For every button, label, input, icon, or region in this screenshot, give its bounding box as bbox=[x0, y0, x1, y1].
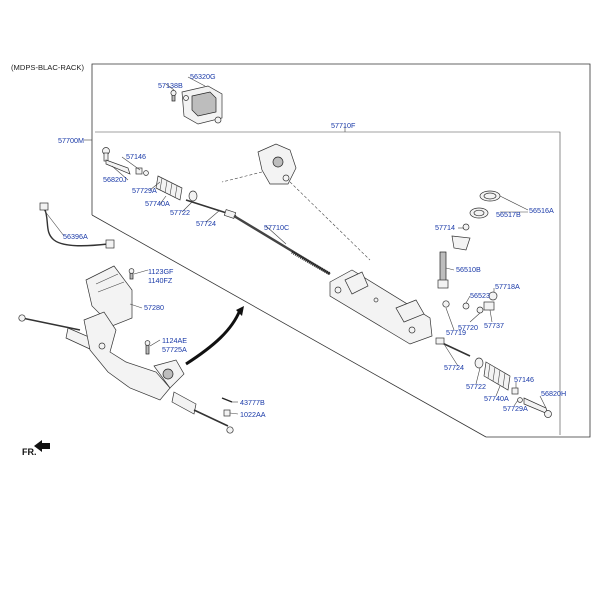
nut-1022AA bbox=[223, 409, 231, 417]
clamp-57722-right bbox=[474, 357, 484, 369]
seal-57719 bbox=[442, 300, 450, 308]
boot-right bbox=[483, 361, 511, 391]
plug-57720 bbox=[476, 306, 484, 314]
rack-subframe bbox=[95, 126, 561, 435]
bolt-57714 bbox=[462, 223, 470, 231]
bearing-56510B bbox=[451, 235, 471, 251]
label-57737: 57737 bbox=[484, 321, 504, 330]
label-1123GF: 1123GF bbox=[148, 267, 174, 276]
inner-tie-rod-left bbox=[185, 199, 237, 219]
label-57724-left: 57724 bbox=[196, 219, 216, 228]
label-57714: 57714 bbox=[435, 223, 455, 232]
bolt-1124AE bbox=[144, 340, 151, 355]
label-57700M: 57700M bbox=[58, 136, 84, 145]
steering-gear-assembly bbox=[18, 311, 234, 434]
bolt-43777B bbox=[221, 397, 233, 403]
tie-rod-end-left bbox=[102, 147, 131, 175]
assembly-frame bbox=[84, 63, 591, 438]
label-57719: 57719 bbox=[446, 328, 466, 337]
label-57138B: 57138B bbox=[158, 81, 183, 90]
ecu-module bbox=[181, 85, 223, 125]
inner-tie-rod-right bbox=[435, 337, 471, 357]
tie-rod-end-right bbox=[523, 397, 552, 418]
cover-57280 bbox=[85, 265, 133, 327]
label-57280: 57280 bbox=[144, 303, 164, 312]
front-arrow-icon bbox=[34, 440, 50, 452]
label-57710C: 57710C bbox=[264, 223, 289, 232]
label-57740A-right: 57740A bbox=[484, 394, 509, 403]
label-57724-right: 57724 bbox=[444, 363, 464, 372]
label-43777B: 43777B bbox=[240, 398, 265, 407]
label-57710F: 57710F bbox=[331, 121, 356, 130]
spring-56523 bbox=[462, 302, 470, 310]
label-57146-left: 57146 bbox=[126, 152, 146, 161]
wiring-harness bbox=[39, 202, 115, 249]
assembly-arrow bbox=[185, 309, 242, 366]
clamp-57722-left bbox=[188, 190, 198, 202]
pinion-shaft bbox=[437, 251, 449, 289]
front-label: FR. bbox=[22, 447, 37, 457]
label-57725A: 57725A bbox=[162, 345, 187, 354]
label-56517B: 56517B bbox=[496, 210, 521, 219]
label-56516A: 56516A bbox=[529, 206, 554, 215]
gear-housing bbox=[221, 143, 371, 261]
label-57718A: 57718A bbox=[495, 282, 520, 291]
part-labels: 56320G 57138B 57710F 57700M 57146 56820J… bbox=[58, 72, 566, 419]
bolt-1123GF bbox=[128, 268, 135, 280]
label-56510B: 56510B bbox=[456, 265, 481, 274]
ring-56517B bbox=[469, 207, 489, 219]
label-1140FZ: 1140FZ bbox=[148, 276, 173, 285]
label-57722-left: 57722 bbox=[170, 208, 190, 217]
label-1124AE: 1124AE bbox=[162, 336, 187, 345]
rack-bar bbox=[233, 214, 331, 276]
label-56820J: 56820J bbox=[103, 175, 127, 184]
label-56396A: 56396A bbox=[63, 232, 88, 241]
label-57740A-left: 57740A bbox=[145, 199, 170, 208]
label-57720: 57720 bbox=[458, 323, 478, 332]
label-56320G: 56320G bbox=[190, 72, 216, 81]
label-57722-right: 57722 bbox=[466, 382, 486, 391]
boot-left bbox=[155, 175, 183, 201]
label-57729A-right: 57729A bbox=[503, 404, 528, 413]
leader-lines bbox=[43, 156, 547, 415]
label-56820H: 56820H bbox=[541, 389, 566, 398]
diagram-title: (MDPS-BLAC-RACK) bbox=[11, 63, 84, 72]
nut-57146-left bbox=[135, 167, 149, 176]
label-57729A-left: 57729A bbox=[132, 186, 157, 195]
label-1022AA: 1022AA bbox=[240, 410, 266, 419]
yoke-57718A bbox=[483, 291, 498, 311]
label-57146-right: 57146 bbox=[514, 375, 534, 384]
bolt-57138B bbox=[170, 90, 177, 102]
seal-56516A bbox=[479, 190, 501, 202]
label-56523: 56523 bbox=[470, 291, 490, 300]
nut-57146-right bbox=[511, 387, 523, 403]
rack-housing bbox=[329, 269, 433, 345]
